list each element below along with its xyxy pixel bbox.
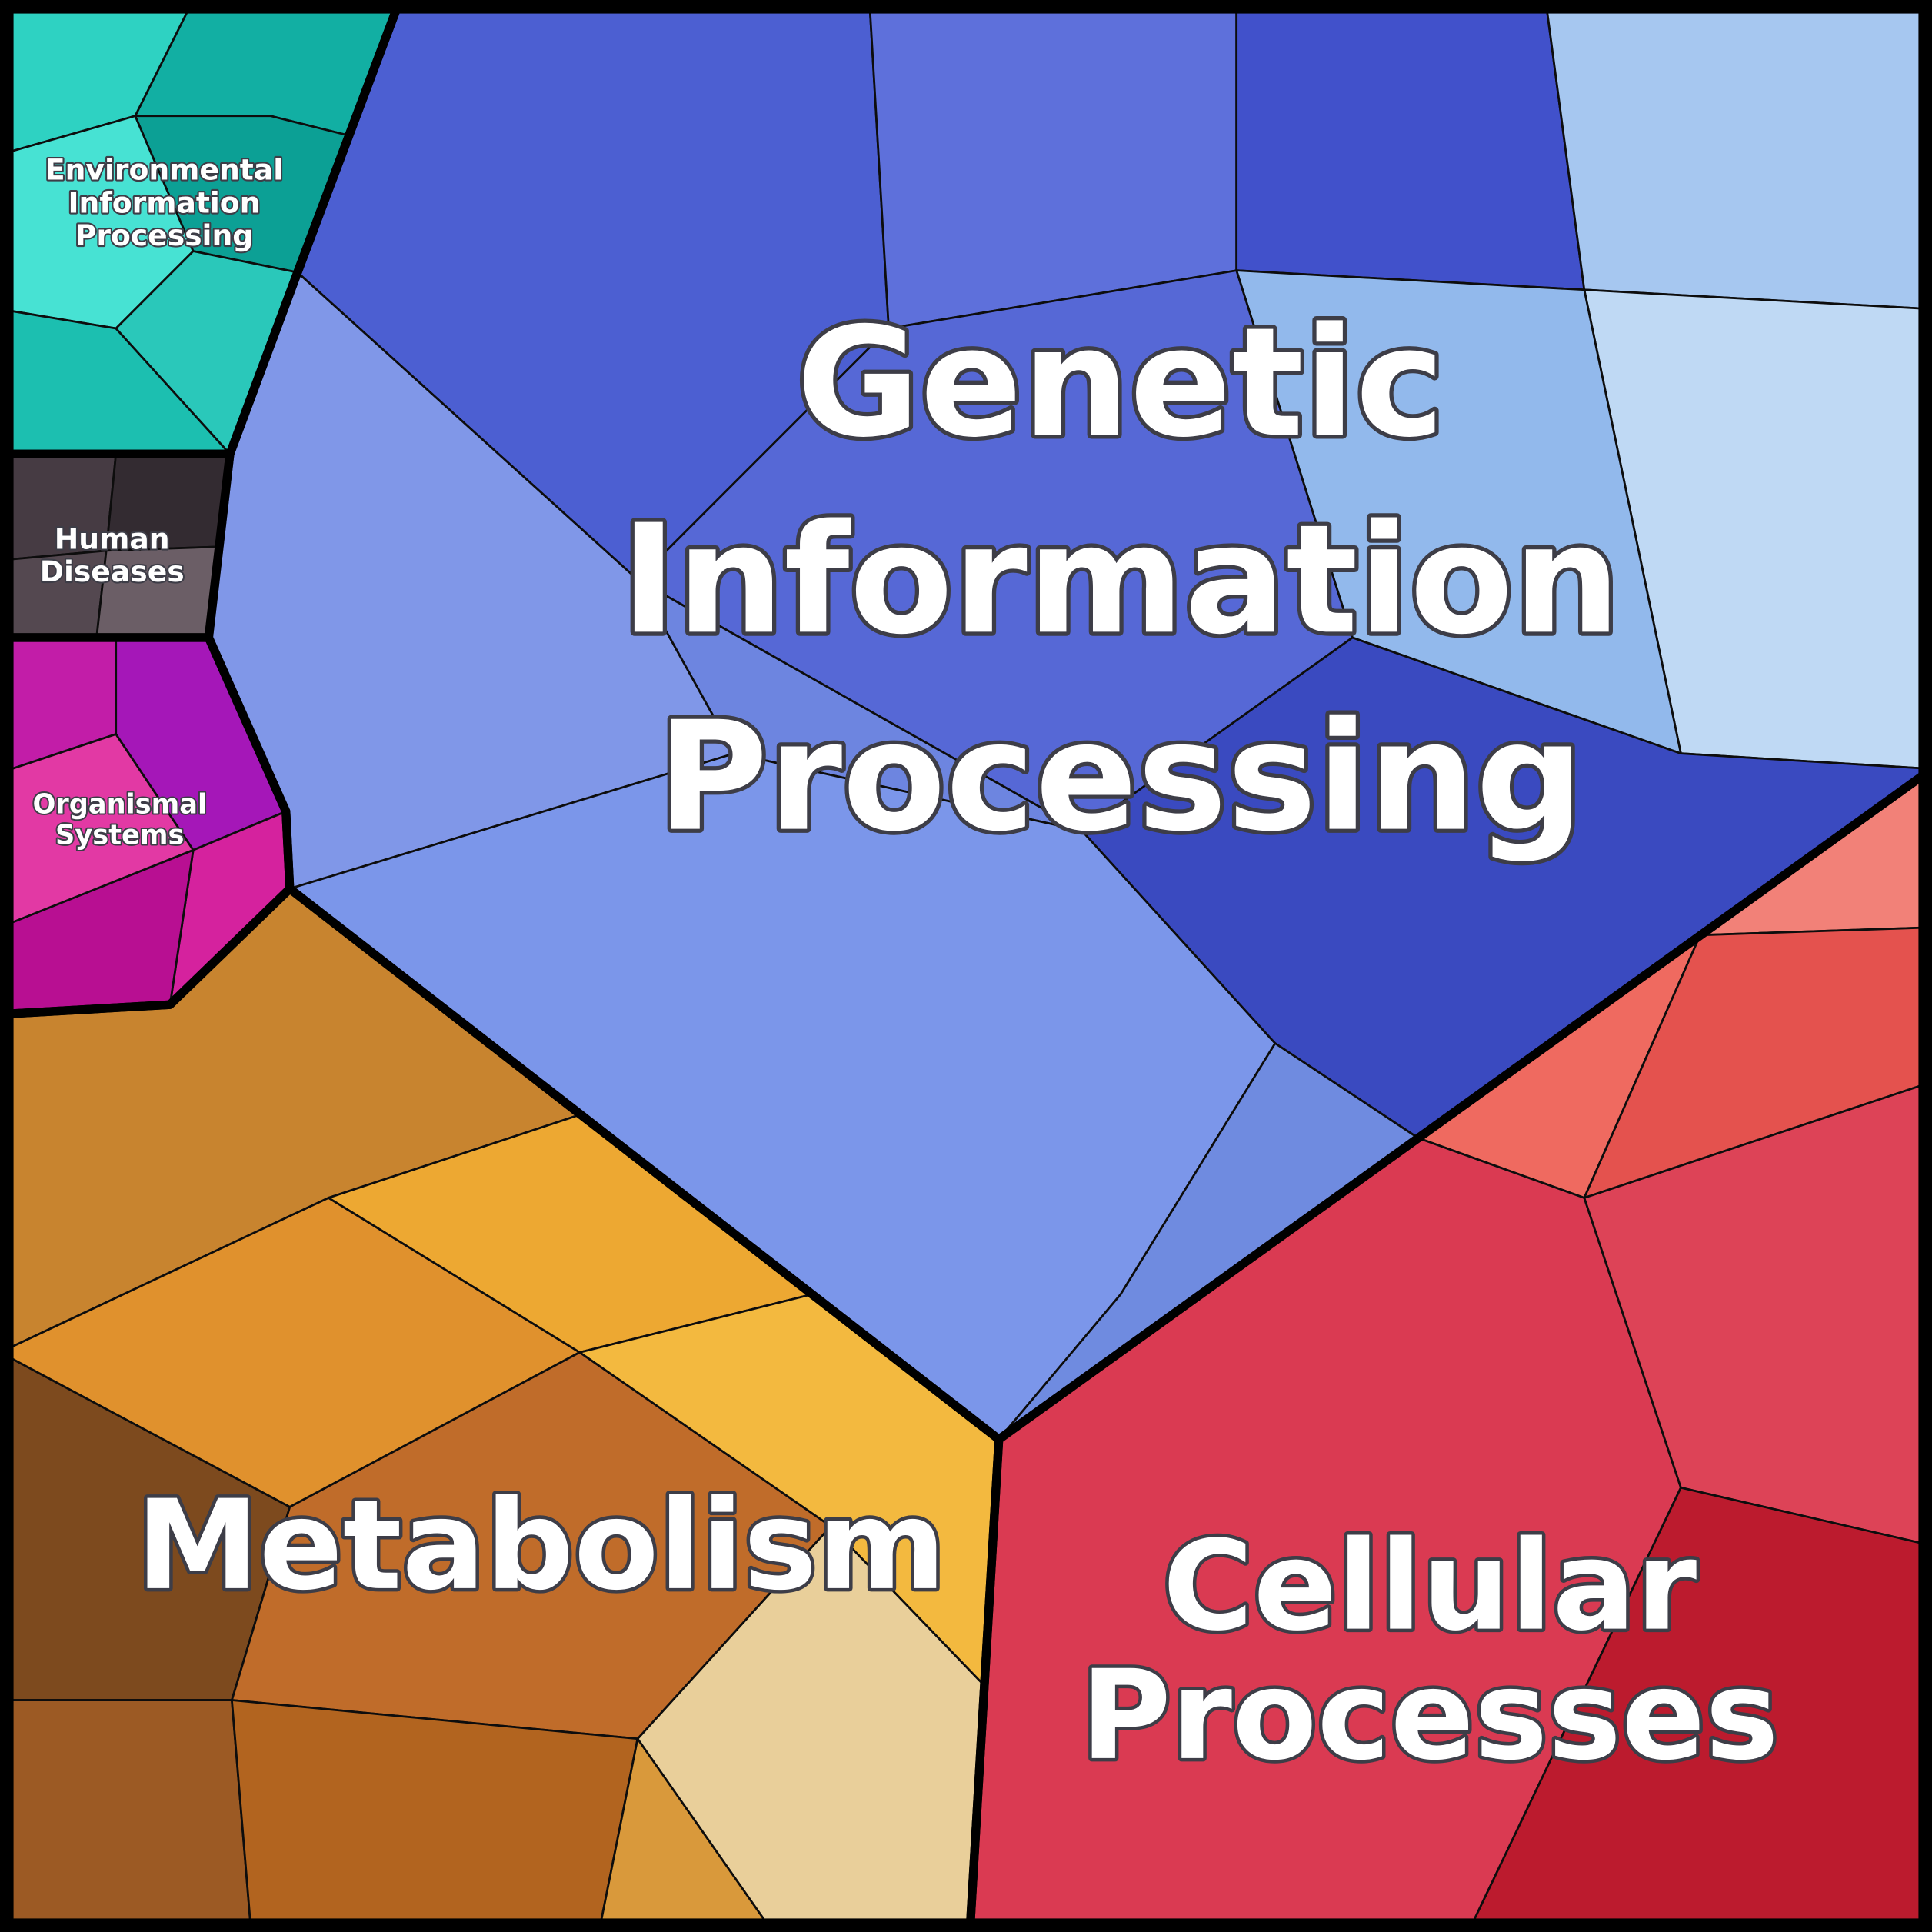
cell-genetic-information-processing-3 [1544,0,1932,311]
label-genetic-information-processing: Genetic Information Processing [617,291,1625,869]
label-cp-line-2: Processes [1081,1644,1779,1787]
region-outline-genetic-information-processing [204,0,1932,1444]
cell-cellular-processes-4 [1583,1081,1932,1547]
cell-metabolism-7 [231,1351,832,1740]
region-outline-cellular-processes [965,764,1932,1932]
cell-metabolism-6 [0,1699,252,1932]
label-gip-line-1: Genetic [796,295,1444,471]
label-metabolism: Metabolism [132,1470,949,1621]
cell-cellular-processes-2 [1583,926,1932,1199]
cell-genetic-information-processing-2 [1235,0,1586,291]
cell-metabolism-9 [598,1737,774,1932]
label-eip-line-2: Information [68,185,261,219]
label-gip-line-2: Information [621,492,1621,668]
label-metabolism-line-1: Metabolism [136,1474,946,1617]
labels-layer: Environmental Information Processing Hum… [31,151,1782,1790]
label-human-diseases: Human Diseases [38,520,186,590]
label-os-line-1: Organismal [32,789,207,821]
label-hd-line-2: Diseases [40,555,185,588]
label-cellular-processes: Cellular Processes [1077,1511,1782,1790]
label-eip-line-3: Processing [75,218,254,252]
cell-cellular-processes-5 [1467,1486,1932,1932]
label-organismal-systems: Organismal Systems [31,788,208,853]
label-os-line-2: Systems [55,820,184,851]
label-gip-line-3: Processing [658,690,1584,865]
label-cp-line-1: Cellular [1163,1514,1697,1658]
label-eip-line-1: Environmental [45,153,283,187]
label-environmental-information-processing: Environmental Information Processing [44,151,285,254]
cell-metabolism-8 [231,1699,639,1932]
label-hd-line-1: Human [55,521,170,555]
